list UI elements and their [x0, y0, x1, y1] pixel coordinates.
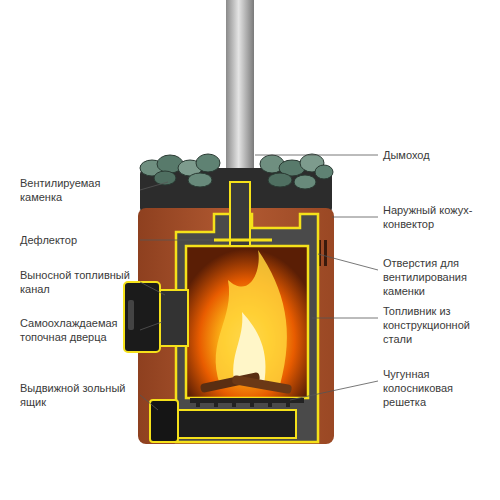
ash-drawer-front — [150, 400, 178, 442]
deflector-plate — [214, 239, 272, 242]
chimney-pipe — [226, 0, 254, 182]
part-label: Наружный кожух-конвектор — [383, 203, 493, 231]
part-label: Чугунная колосниковая решетка — [383, 367, 495, 409]
leader-lines — [140, 155, 378, 410]
logs — [200, 372, 292, 394]
part-label: Выносной топливный канал — [20, 268, 132, 296]
part-label: Топливник из конструкционной стали — [383, 304, 495, 346]
ash-drawer — [176, 410, 296, 438]
part-label: Отверстия для вентилирования каменки — [383, 256, 495, 298]
grate — [190, 398, 304, 407]
part-label: Дымоход — [383, 148, 493, 162]
part-label: Вентилируемая каменка — [20, 176, 132, 204]
door-handle — [128, 300, 134, 330]
flame — [216, 250, 287, 385]
flue-section — [230, 182, 250, 246]
fuel-door — [124, 282, 160, 352]
part-label: Дефлектор — [20, 233, 132, 247]
firebox — [186, 246, 308, 398]
cut-section — [176, 214, 318, 442]
part-label: Выдвижной зольный ящик — [20, 381, 132, 409]
part-label: Самоохлаждаемая топочная дверца — [20, 316, 132, 344]
